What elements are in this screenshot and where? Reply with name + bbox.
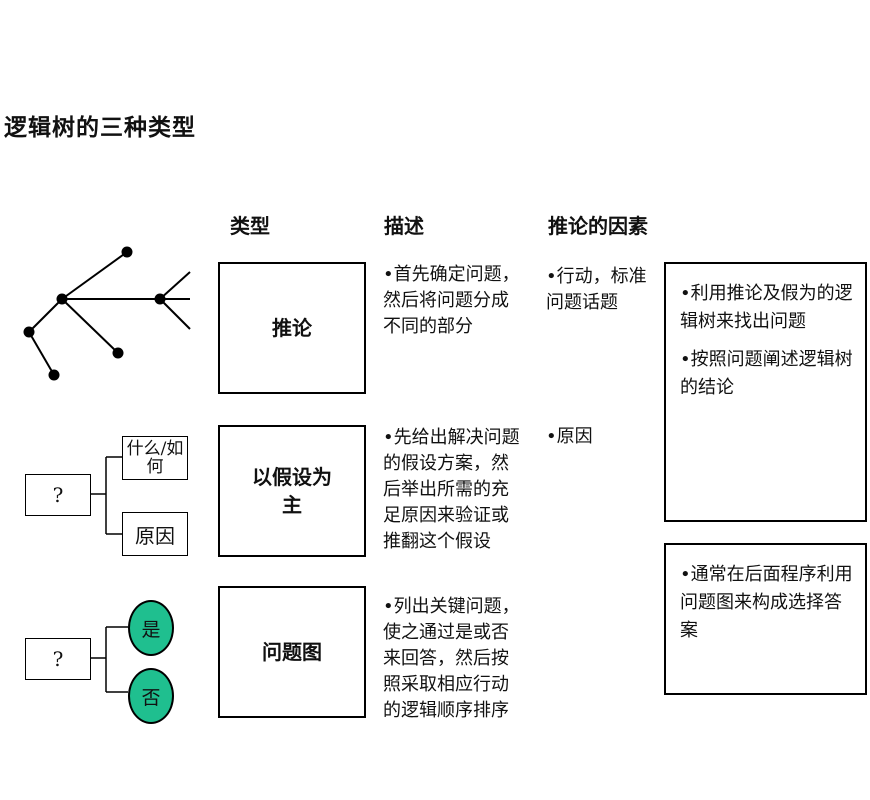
- what-how-box: 什么/如何: [122, 436, 188, 480]
- header-description: 描述: [384, 214, 424, 238]
- factors-deductive: •行动，标准问题话题: [546, 266, 647, 313]
- deductive-tree-graphic: [28, 251, 191, 376]
- deductive-tree-nodes: [23, 246, 166, 381]
- note-box-bottom: •通常在后面程序利用问题图来构成选择答案: [664, 543, 867, 695]
- note-top-line-1: •利用推论及假为的逻辑树来找出问题: [680, 283, 853, 332]
- hypothesis-question-box: ?: [25, 474, 91, 516]
- hypothesis-connectors: [90, 456, 122, 535]
- issue-map-connectors: [90, 626, 128, 693]
- type-box-deductive: 推论: [218, 262, 366, 394]
- issue-map-question-box: ?: [25, 638, 91, 680]
- description-deductive: •首先确定问题，然后将问题分成不同的部分: [383, 264, 520, 337]
- reason-box: 原因: [122, 512, 188, 556]
- note-box-top: •利用推论及假为的逻辑树来找出问题 •按照问题阐述逻辑树的结论: [664, 262, 867, 522]
- no-node: 否: [128, 668, 174, 724]
- description-hypothesis: •先给出解决问题的假设方案，然后举出所需的充足原因来验证或推翻这个假设: [383, 427, 520, 552]
- page-title: 逻辑树的三种类型: [4, 115, 196, 141]
- factors-hypothesis: •原因: [546, 426, 593, 447]
- header-factors: 推论的因素: [548, 214, 648, 238]
- yes-node: 是: [128, 600, 174, 656]
- description-issue-map: •列出关键问题，使之通过是或否来回答，然后按照采取相应行动的逻辑顺序排序: [383, 596, 520, 721]
- note-bottom-line-1: •通常在后面程序利用问题图来构成选择答案: [680, 564, 853, 641]
- type-box-issue-map: 问题图: [218, 586, 366, 718]
- type-box-hypothesis: 以假设为主: [218, 425, 366, 557]
- header-type: 类型: [230, 214, 270, 238]
- note-top-line-2: •按照问题阐述逻辑树的结论: [680, 349, 853, 398]
